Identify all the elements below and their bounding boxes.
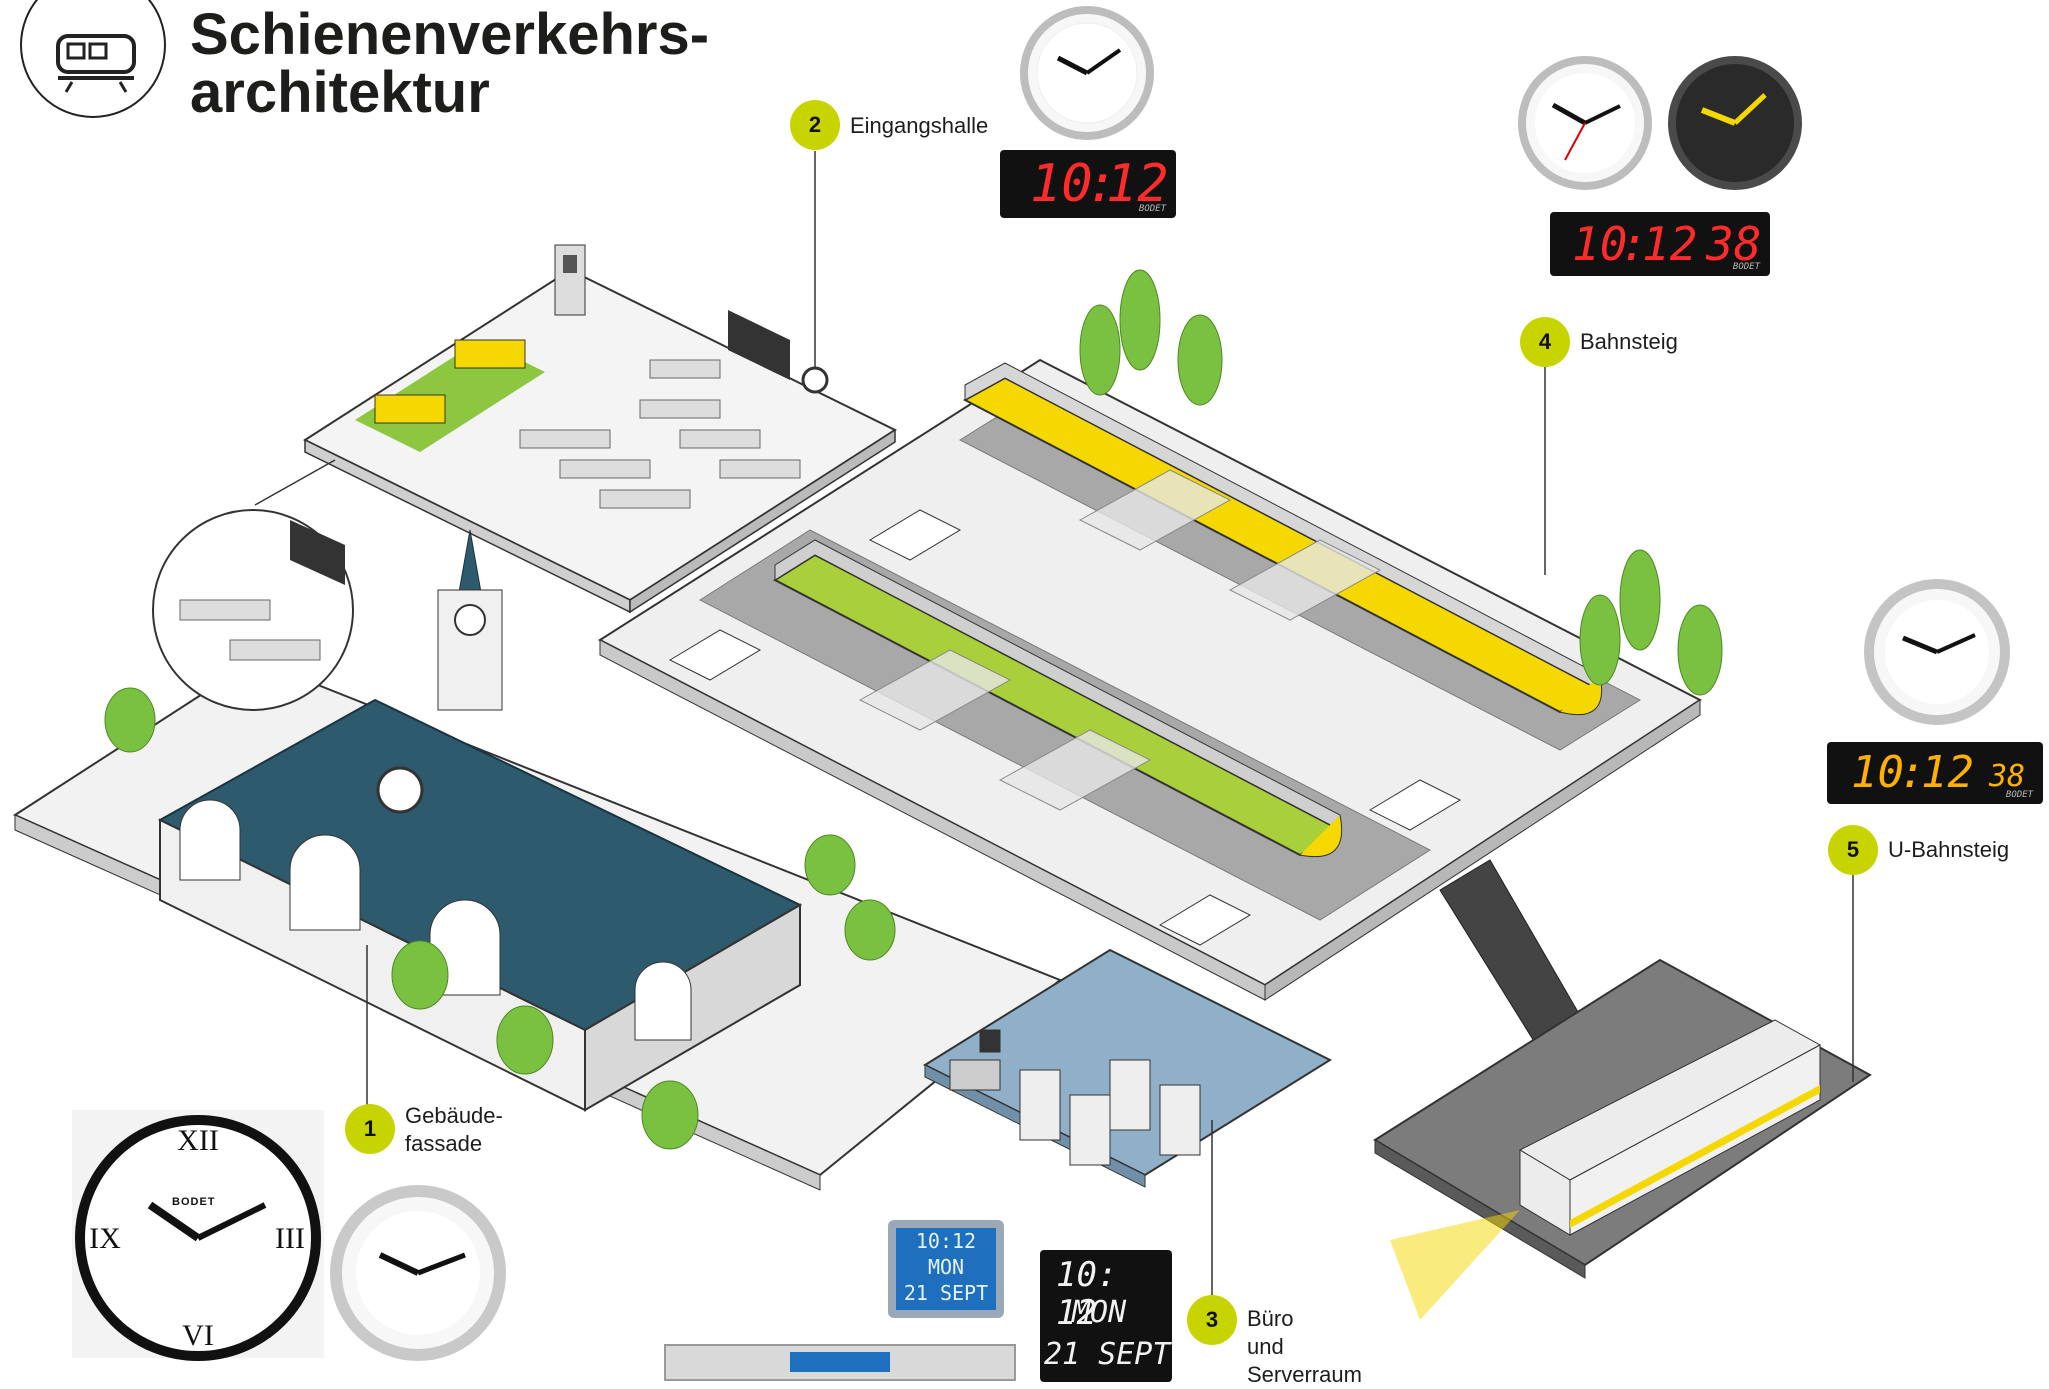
regional-train (772, 539, 1343, 858)
product-clock-metro (1864, 579, 2010, 725)
product-clock-platform-white (1518, 56, 1652, 190)
callout-badge-3: 3 (1187, 1295, 1237, 1345)
platform-led-minutes: 12 (1642, 217, 1698, 271)
high-speed-train (962, 362, 1603, 716)
lcd-day: MON (927, 1255, 965, 1279)
callout-label-3: Büro und Serverraum (1247, 1305, 1362, 1389)
master-clock-rack (664, 1344, 1016, 1381)
page-title-line1: Schienenverkehrs- (190, 2, 710, 67)
office-led-date: 21 SEPT (1044, 1337, 1171, 1372)
lcd-calendar-clock: 10:12 MON 21 SEPT (888, 1220, 1004, 1318)
svg-text:VI: VI (182, 1319, 214, 1352)
platform-led-seconds: 38 (1706, 217, 1762, 271)
clock-tower (437, 529, 503, 711)
svg-text:XII: XII (177, 1124, 219, 1157)
callout-badge-2: 2 (790, 100, 840, 150)
product-clock-facade-roman: XII III VI IX (72, 1110, 324, 1361)
callout-lines (366, 151, 1854, 1295)
magnifier-detail (152, 459, 354, 711)
callout-label-3-line1: Büro (1247, 1306, 1294, 1331)
callout-label-1-line1: Gebäude- (405, 1103, 503, 1128)
page-title-line2: architektur (190, 60, 490, 125)
hall-led-clock: 10 : 12 BODET (1000, 150, 1176, 218)
platform-led-colon: : (1620, 217, 1648, 271)
tower-clock-icon (454, 604, 486, 636)
bodet-logo-hall: BODET (1138, 204, 1166, 214)
station-building (157, 529, 803, 1112)
callout-label-2: Eingangshalle (850, 113, 989, 138)
bodet-logo-metro: BODET (2005, 790, 2033, 800)
callout-badge-4: 4 (1520, 317, 1570, 367)
metro-led-colon: : (1899, 747, 1926, 798)
office-led-calendar: 10: 12 MON 21 SEPT (1040, 1250, 1172, 1382)
station-stairs (668, 509, 1462, 946)
platform-led-clock: 10 : 12 38 BODET (1550, 212, 1770, 276)
sofa-icon (374, 339, 526, 424)
bodet-logo-roman: BODET (172, 1196, 216, 1208)
callout-badge-5: 5 (1828, 825, 1878, 875)
callout-label-1: Gebäude- fassade (405, 1102, 503, 1158)
facade-clock-icon (376, 766, 424, 814)
office-desk-icon (949, 1029, 1001, 1091)
metro-led-hours: 10 (1851, 747, 1904, 798)
lcd-date: 21 SEPT (903, 1281, 989, 1305)
callout-label-3-line3: Serverraum (1247, 1362, 1362, 1387)
ticket-machine-icon (554, 244, 586, 316)
metro-led-minutes: 12 (1921, 747, 1974, 798)
metro-train (1518, 1019, 1822, 1236)
lcd-time: 10:12 (915, 1229, 977, 1253)
trees (104, 269, 1723, 1150)
product-clock-platform-dark (1668, 56, 1802, 190)
hall-wall-clock-icon (801, 366, 829, 394)
waiting-chairs (519, 359, 801, 509)
entrance-hall-floor (302, 244, 898, 614)
metro-led-seconds: 38 (1989, 759, 2026, 794)
hall-led-minutes: 12 (1106, 154, 1169, 214)
platform-canopies (858, 469, 1382, 811)
arched-windows (179, 799, 692, 1041)
callout-label-4: Bahnsteig (1580, 329, 1678, 354)
svg-text:III: III (275, 1222, 305, 1255)
callout-label-5: U-Bahnsteig (1888, 837, 2010, 862)
product-clock-hall (1020, 6, 1154, 140)
office-led-time: 10: 12 (1056, 1255, 1118, 1333)
server-room-floor (922, 948, 1333, 1188)
lcd-screen: 10:12 MON 21 SEPT (896, 1228, 996, 1310)
callout-label-1-line2: fassade (405, 1131, 483, 1156)
callout-label-3-line2: und (1247, 1334, 1284, 1359)
callout-badge-1: 1 (345, 1104, 395, 1154)
hall-led-colon: : (1086, 154, 1118, 214)
train-logo-circle (20, 0, 166, 118)
office-led-day: MON (1072, 1295, 1127, 1330)
metro-led-clock: 10 : 12 38 BODET (1827, 742, 2043, 804)
hall-led-hours: 10 (1030, 154, 1093, 214)
headlight-beam (1390, 1210, 1520, 1320)
flip-board-icon (728, 310, 790, 380)
metro-platform (1373, 958, 1872, 1320)
server-rack-icon (1019, 1059, 1201, 1166)
svg-text:IX: IX (89, 1222, 121, 1255)
bodet-logo-platform: BODET (1732, 262, 1760, 272)
page-title: Schienenverkehrs- architektur (190, 6, 709, 122)
platform-led-hours: 10 (1572, 217, 1628, 271)
product-clock-facade-modern (330, 1185, 506, 1361)
train-icon (56, 34, 136, 93)
